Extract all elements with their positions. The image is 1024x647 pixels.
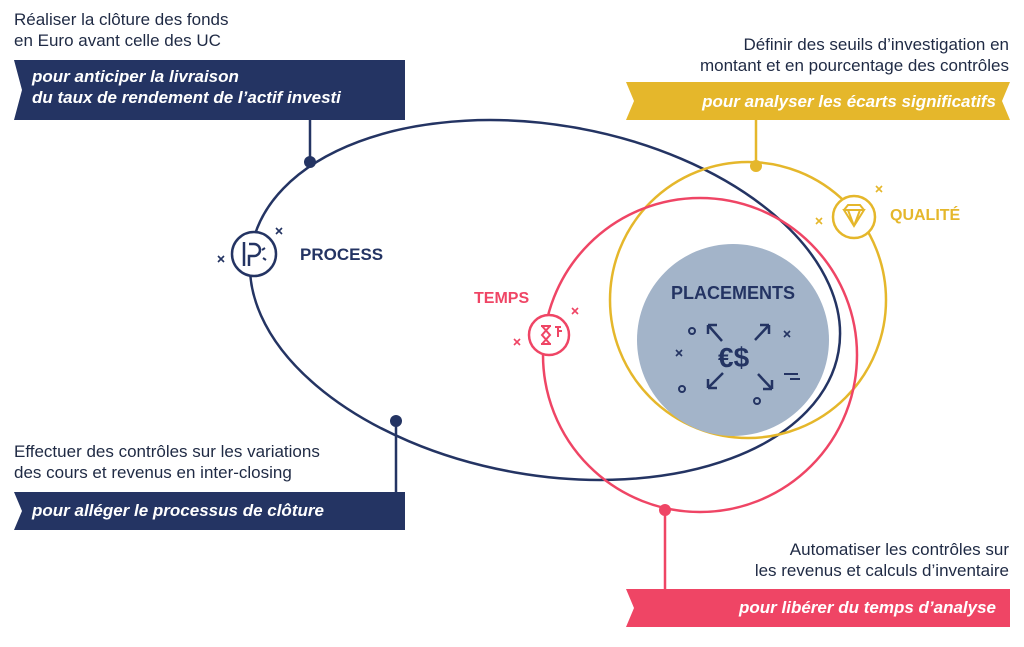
qualite-label: QUALITÉ [890, 207, 961, 224]
connector-dot-bottom-right [659, 504, 671, 516]
top-left-text: Réaliser la clôture des fonds en Euro av… [14, 9, 229, 51]
placements-label: PLACEMENTS [670, 283, 795, 303]
process-label: PROCESS [300, 245, 384, 264]
bottom-right-line-1: Automatiser les contrôles sur [789, 540, 1009, 559]
top-right-line-2: montant et en pourcentage des contrôles [699, 56, 1009, 75]
top-left-banner-line-1: pour anticiper la livraison [32, 67, 239, 86]
bottom-left-line-2: des cours et revenus en inter-closing [14, 463, 292, 482]
bottom-left-banner-line-1: pour alléger le processus de clôture [32, 501, 324, 520]
connector-dot-top-right [750, 160, 762, 172]
connector-dot-bottom-left [390, 415, 402, 427]
top-left-banner: pour anticiper la livraison du taux de r… [14, 60, 405, 120]
placements-circle [637, 244, 829, 436]
temps-label: TEMPS [474, 290, 530, 307]
connector-dot-top-left [304, 156, 316, 168]
top-left-line-1: Réaliser la clôture des fonds [14, 10, 229, 29]
top-right-text: Définir des seuils d’investigation en mo… [700, 34, 1009, 76]
bottom-right-banner: pour libérer du temps d’analyse [626, 589, 1010, 627]
bottom-right-line-2: les revenus et calculs d’inventaire [754, 561, 1009, 580]
top-left-banner-line-2: du taux de rendement de l’actif investi [32, 88, 341, 107]
gear-p-icon [217, 227, 283, 278]
bottom-left-banner: pour alléger le processus de clôture [14, 492, 405, 530]
qualite-circle [608, 160, 888, 440]
bottom-left-text: Effectuer des contrôles sur les variatio… [14, 441, 320, 483]
top-right-line-1: Définir des seuils d’investigation en [743, 35, 1009, 54]
top-right-banner-line-1: pour analyser les écarts significatifs [702, 92, 996, 111]
bottom-left-line-1: Effectuer des contrôles sur les variatio… [14, 442, 320, 461]
arrows-currency-icon [675, 323, 800, 405]
hourglass-clock-icon [513, 307, 579, 357]
bottom-right-text: Automatiser les contrôles sur les revenu… [755, 539, 1009, 581]
diamond-icon [815, 185, 883, 240]
top-right-banner: pour analyser les écarts significatifs [626, 82, 1010, 120]
bottom-right-banner-line-1: pour libérer du temps d’analyse [739, 598, 996, 617]
top-left-line-2: en Euro avant celle des UC [14, 31, 221, 50]
currency-symbol: €$ [718, 342, 750, 373]
